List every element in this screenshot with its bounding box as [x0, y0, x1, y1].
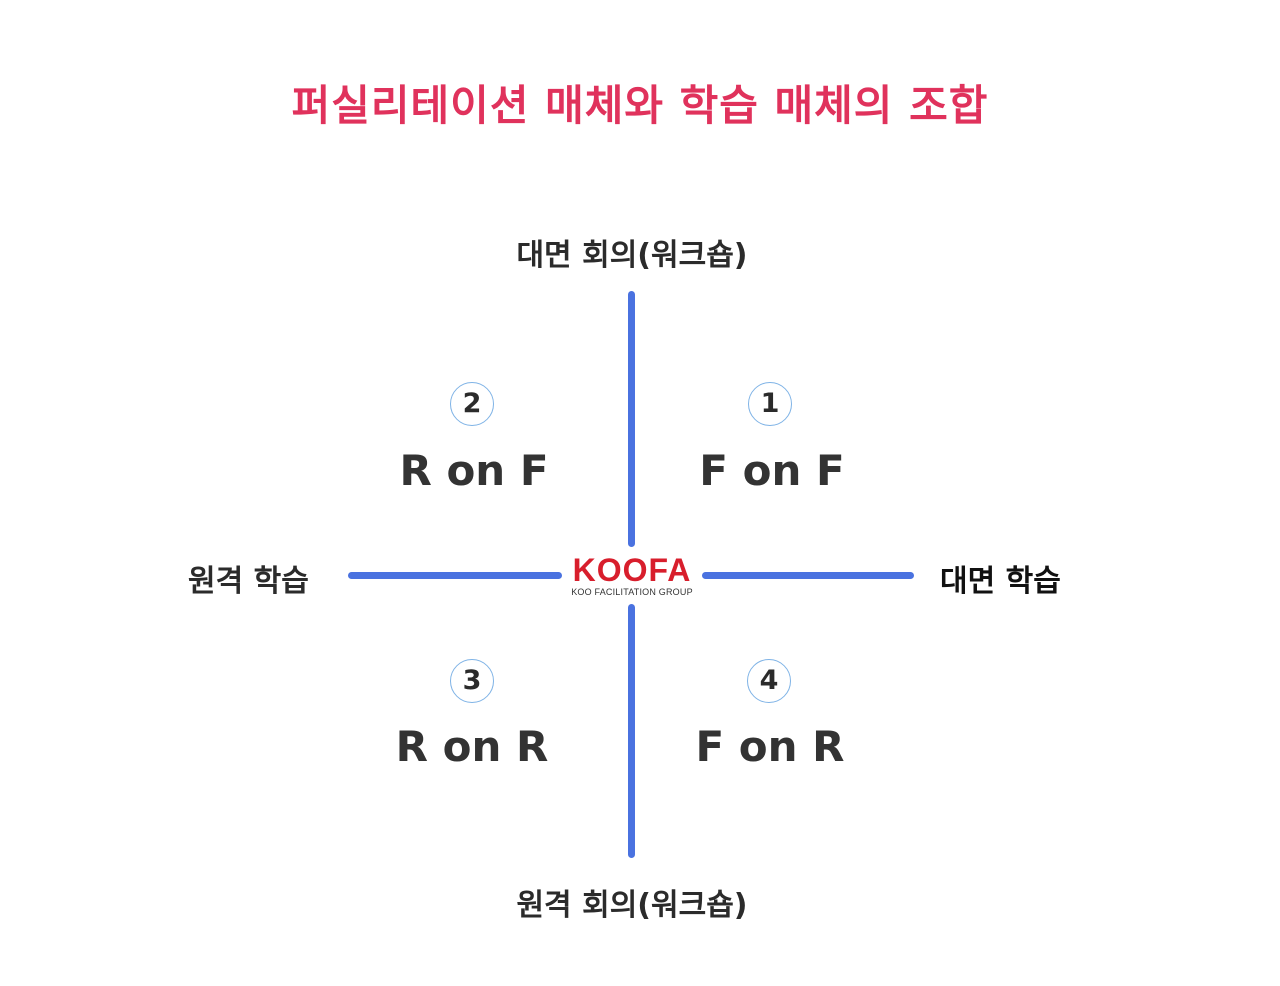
axis-label-bottom: 원격 회의(워크숍)	[516, 888, 748, 923]
horizontal-axis-line-right	[702, 572, 914, 579]
page-title: 퍼실리테이션 매체와 학습 매체의 조합	[291, 81, 989, 130]
vertical-axis-line-top	[628, 291, 635, 547]
quadrant-2-label: R on F	[399, 446, 549, 495]
logo-wordmark: KOOFA	[572, 552, 692, 588]
koofa-logo: KOOFA KOO FACILITATION GROUP	[562, 553, 702, 603]
quadrant-3-number: 3	[450, 659, 494, 703]
horizontal-axis-line-left	[348, 572, 562, 579]
axis-label-left: 원격 학습	[188, 564, 309, 599]
axis-label-top: 대면 회의(워크숍)	[516, 238, 748, 273]
quadrant-4-number: 4	[747, 659, 791, 703]
quadrant-1-label: F on F	[699, 446, 845, 495]
vertical-axis-line-bottom	[628, 604, 635, 858]
quadrant-2-number: 2	[450, 382, 494, 426]
axis-label-right: 대면 학습	[940, 564, 1061, 599]
quadrant-3-label: R on R	[395, 722, 549, 771]
quadrant-1-number: 1	[748, 382, 792, 426]
quadrant-4-label: F on R	[695, 722, 845, 771]
logo-tagline: KOO FACILITATION GROUP	[571, 587, 693, 597]
